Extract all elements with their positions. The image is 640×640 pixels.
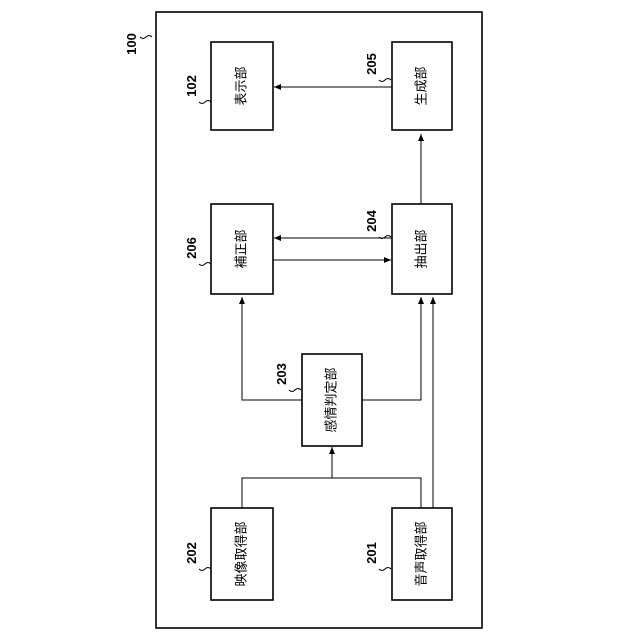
video-acquisition-unit-label: 映像取得部 [234,521,250,586]
correction-unit-label: 補正部 [235,229,250,268]
audio-acquisition-unit-block: 音声取得部 [392,508,452,600]
display-unit-label: 表示部 [235,66,250,105]
audio-acquisition-unit-ref: 201 [364,542,379,564]
generation-unit-ref: 205 [364,53,379,75]
extraction-unit-ref: 204 [364,209,379,231]
generation-unit-label: 生成部 [415,66,430,105]
video-acquisition-unit-block: 映像取得部 [211,508,273,600]
emotion-determination-unit-ref-leader [289,389,301,392]
audio-acquisition-unit-ref-leader [379,568,391,571]
arrow-emotion-to-correction [242,297,302,400]
arrow-video-to-emotion [242,447,332,508]
emotion-determination-unit-label: 感情判定部 [324,367,340,432]
display-unit-block: 表示部 [211,42,273,130]
correction-unit-block: 補正部 [211,204,273,294]
wire-audio-to-emotion [332,478,421,508]
generation-unit-block: 生成部 [392,42,452,130]
display-unit-ref: 102 [184,75,199,97]
correction-unit-ref-leader [199,263,211,266]
arrow-emotion-to-extraction [362,297,421,400]
extraction-unit-block: 抽出部 [392,204,452,294]
video-acquisition-unit-ref: 202 [184,542,199,564]
correction-unit-ref: 206 [184,237,199,259]
video-acquisition-unit-ref-leader [199,568,211,571]
emotion-determination-unit-ref: 203 [274,363,289,385]
audio-acquisition-unit-label: 音声取得部 [414,521,430,586]
extraction-unit-label: 抽出部 [415,229,430,268]
system-ref: 100 [124,33,139,55]
generation-unit-ref-leader [379,79,391,82]
emotion-determination-unit-block: 感情判定部 [302,354,362,446]
system-ref-leader [140,36,152,39]
display-unit-ref-leader [199,101,211,104]
